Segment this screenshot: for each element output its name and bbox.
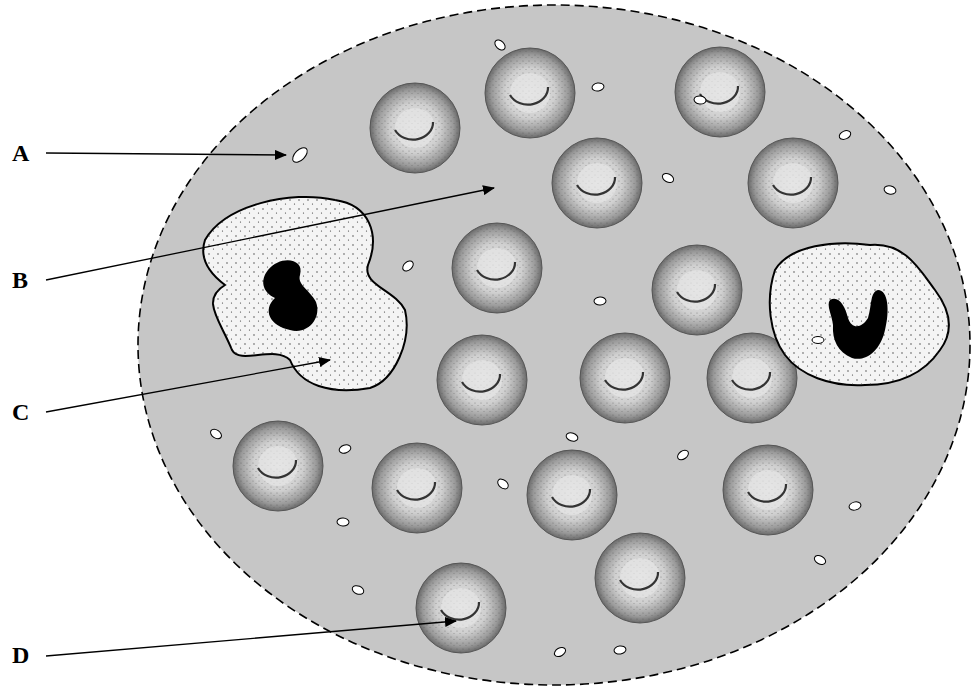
white-blood-cell [203, 197, 406, 390]
platelets [209, 38, 897, 659]
red-blood-cell [370, 83, 460, 173]
red-blood-cell [748, 138, 838, 228]
red-blood-cell [580, 333, 670, 423]
red-blood-cell [485, 48, 575, 138]
red-blood-cell [416, 563, 506, 653]
red-blood-cell [452, 223, 542, 313]
red-blood-cell [527, 450, 617, 540]
white-blood-cell [770, 243, 949, 385]
part-label: D [12, 643, 29, 667]
part-label: C [12, 400, 29, 424]
red-blood-cell [652, 245, 742, 335]
red-blood-cell [233, 421, 323, 511]
red-blood-cell [595, 533, 685, 623]
red-blood-cell [723, 445, 813, 535]
part-label: A [12, 141, 29, 165]
leader-lines [46, 153, 494, 656]
red-blood-cell [437, 335, 527, 425]
red-blood-cell [675, 47, 765, 137]
part-label: B [12, 268, 28, 292]
red-blood-cell [372, 443, 462, 533]
red-blood-cell [552, 138, 642, 228]
smear-field [138, 5, 970, 685]
